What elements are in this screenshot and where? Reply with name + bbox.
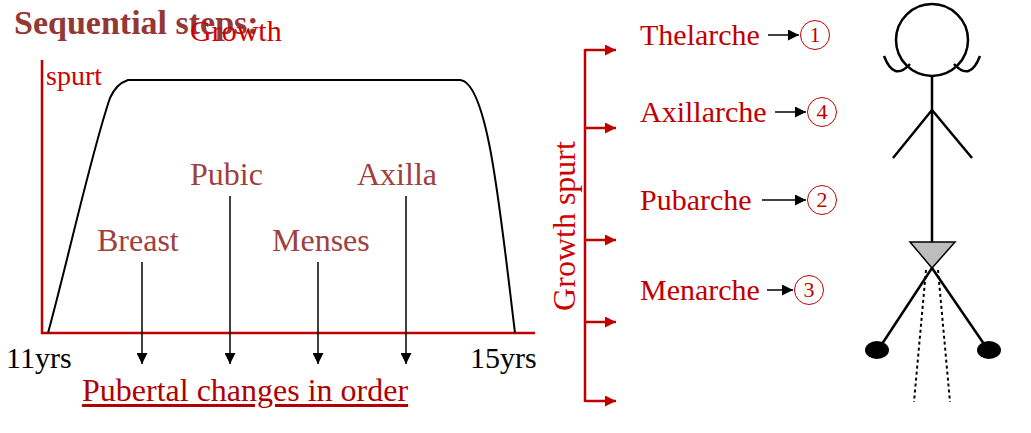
bracket-label: Growth spurt bbox=[548, 141, 580, 311]
figure-pelvis bbox=[910, 242, 955, 268]
bracket-arrow bbox=[585, 321, 616, 324]
down-arrow bbox=[229, 196, 231, 364]
down-arrow bbox=[317, 262, 319, 364]
figure-body bbox=[931, 76, 934, 244]
stage-label: Axilla bbox=[357, 158, 437, 190]
figure-arm bbox=[893, 110, 932, 158]
callout-circle: 2 bbox=[807, 185, 837, 215]
leader-arrow bbox=[768, 34, 799, 36]
leader-arrow bbox=[775, 111, 806, 113]
callout-number: 3 bbox=[804, 279, 815, 301]
stage-term: Axillarche bbox=[640, 97, 767, 127]
bracket-arrow bbox=[585, 239, 616, 242]
figure-breast bbox=[954, 56, 980, 71]
chart-heading: spurt bbox=[44, 62, 104, 90]
stage-label: Menses bbox=[272, 224, 370, 256]
chart-heading: Growth bbox=[190, 16, 282, 46]
figure-foot bbox=[865, 341, 889, 359]
figure-leg bbox=[882, 268, 932, 344]
leader-arrow bbox=[762, 199, 806, 201]
figure-head bbox=[896, 4, 968, 76]
stage-label: Pubic bbox=[190, 158, 263, 190]
age-label: 15yrs bbox=[470, 343, 537, 373]
stage-term: Pubarche bbox=[640, 185, 752, 215]
figure-breast bbox=[884, 56, 910, 71]
stage-term: Thelarche bbox=[640, 20, 760, 50]
figure-leg bbox=[932, 268, 984, 344]
bracket bbox=[584, 49, 587, 402]
callout-circle: 3 bbox=[794, 275, 824, 305]
stage-term: Menarche bbox=[640, 275, 760, 305]
down-arrow bbox=[141, 262, 143, 364]
leader-arrow bbox=[767, 289, 793, 291]
growth-curve bbox=[48, 80, 515, 333]
callout-number: 2 bbox=[817, 189, 828, 211]
figure-arm bbox=[932, 110, 972, 158]
stage-label: Breast bbox=[97, 224, 179, 256]
callout-number: 4 bbox=[817, 101, 828, 123]
age-label: 11yrs bbox=[6, 343, 72, 373]
bracket-arrow bbox=[585, 127, 616, 130]
bracket-arrow bbox=[585, 400, 616, 403]
x-axis bbox=[41, 332, 535, 335]
down-arrow bbox=[405, 196, 407, 364]
callout-number: 1 bbox=[810, 24, 821, 46]
bracket-arrow bbox=[585, 49, 616, 52]
chart-caption: Pubertal changes in order bbox=[82, 374, 408, 406]
y-axis bbox=[41, 60, 44, 334]
figure-dotted-line bbox=[914, 270, 926, 402]
callout-circle: 1 bbox=[800, 20, 830, 50]
figure-foot bbox=[977, 341, 1001, 359]
callout-circle: 4 bbox=[807, 97, 837, 127]
